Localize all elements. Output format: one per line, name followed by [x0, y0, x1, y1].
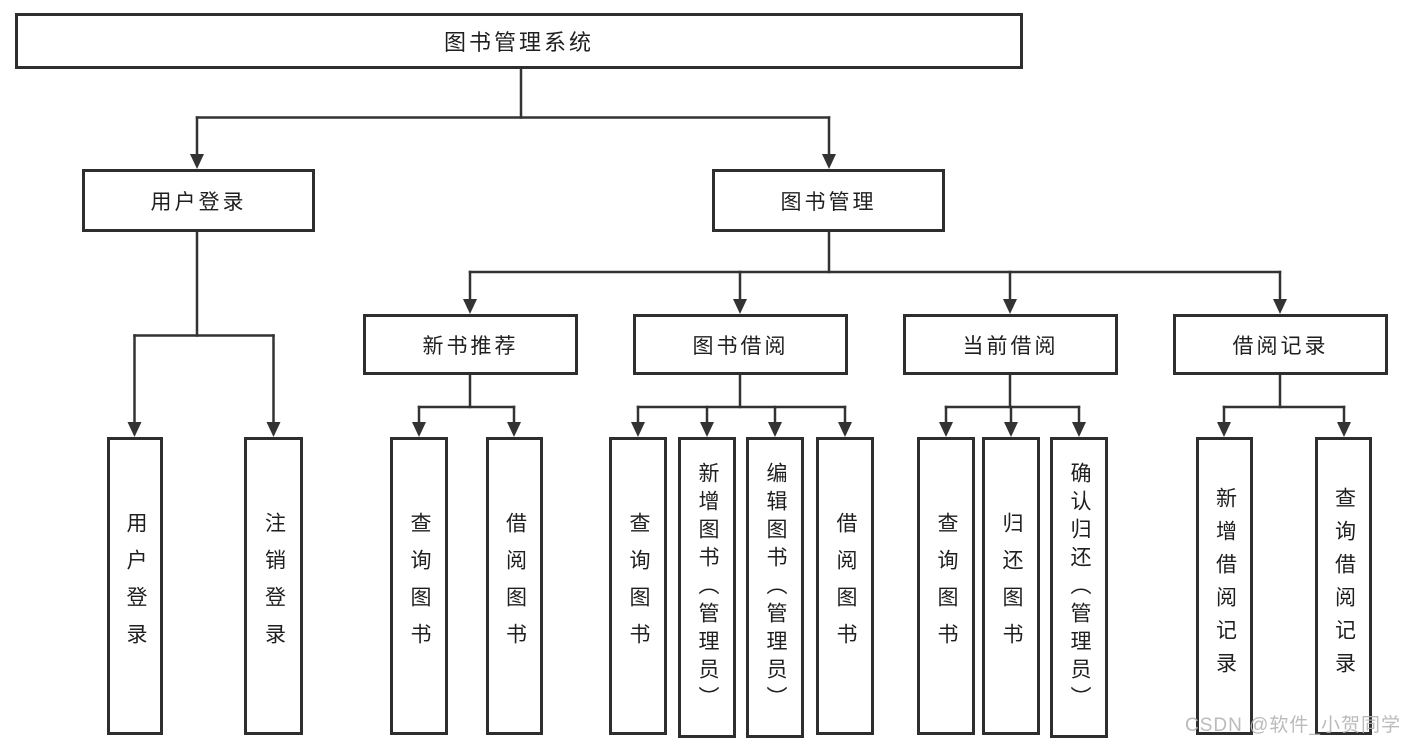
node-new-book-recommend: 新书推荐	[363, 314, 578, 375]
leaf-user-login: 用户登录	[107, 437, 163, 735]
arrow-borrowing-add	[700, 422, 714, 437]
arrow-recommend-query	[412, 422, 426, 437]
arrow-borrowing-query	[631, 422, 645, 437]
leaf-borrowing-query-book: 查询图书	[609, 437, 667, 735]
arrow-leaf-login	[127, 422, 142, 437]
node-borrow-records: 借阅记录	[1173, 314, 1388, 375]
arrow-user-login	[190, 154, 204, 169]
leaf-recommend-query-book: 查询图书	[390, 437, 448, 735]
arrow-records-add	[1217, 422, 1231, 437]
arrow-current-return	[1004, 422, 1018, 437]
arrow-book-management	[822, 154, 836, 169]
arrow-current-confirm	[1072, 422, 1086, 437]
arrow-records	[1273, 299, 1287, 314]
node-user-login: 用户登录	[82, 169, 315, 232]
arrow-records-query	[1337, 422, 1351, 437]
leaf-logout: 注销登录	[244, 437, 303, 735]
leaf-current-query-book: 查询图书	[917, 437, 975, 735]
arrow-current	[1003, 299, 1017, 314]
arrow-current-query	[939, 422, 953, 437]
arrow-borrowing-edit	[768, 422, 782, 437]
arrow-recommend	[463, 299, 477, 314]
leaf-borrowing-edit-book-admin: 编辑图书（管理员）	[746, 437, 804, 738]
node-book-borrowing: 图书借阅	[633, 314, 848, 375]
node-current-borrowing: 当前借阅	[903, 314, 1118, 375]
leaf-current-return-book: 归还图书	[982, 437, 1040, 735]
arrow-recommend-borrow	[507, 422, 521, 437]
leaf-current-confirm-return-admin: 确认归还（管理员）	[1050, 437, 1108, 738]
leaf-records-query-borrow-record: 查询借阅记录	[1315, 437, 1372, 735]
arrow-borrowing	[733, 299, 747, 314]
leaf-records-add-borrow-record: 新增借阅记录	[1196, 437, 1253, 735]
node-book-management: 图书管理	[712, 169, 945, 232]
leaf-recommend-borrow-book: 借阅图书	[486, 437, 543, 735]
arrow-leaf-logout	[266, 422, 281, 437]
node-root-library-management-system: 图书管理系统	[15, 13, 1023, 69]
arrow-borrowing-borrow	[838, 422, 852, 437]
csdn-watermark: CSDN @软件_小贺同学	[1185, 715, 1401, 736]
leaf-borrowing-add-book-admin: 新增图书（管理员）	[678, 437, 736, 738]
leaf-borrowing-borrow-book: 借阅图书	[816, 437, 874, 735]
